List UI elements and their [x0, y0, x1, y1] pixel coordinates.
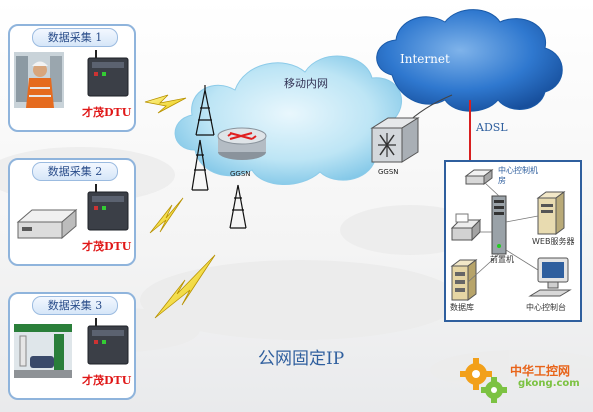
ggsn-switch-icon	[370, 117, 420, 163]
terminal-device-photo	[16, 184, 129, 240]
control-station-label: 中心控制台	[526, 303, 566, 312]
data-collection-panel-2: 数据采集 2 才茂DTU	[8, 158, 136, 266]
modem-icon	[464, 169, 494, 185]
printer-icon	[450, 213, 482, 242]
database-icon	[450, 259, 478, 301]
dtu-label: 才茂DTU	[82, 240, 132, 253]
control-station-icon	[528, 257, 572, 297]
router-icon	[217, 127, 267, 160]
gas-station-photo	[14, 318, 129, 378]
panel-title: 数据采集 3	[32, 296, 118, 315]
data-collection-panel-3: 数据采集 3 才茂DTU	[8, 292, 136, 400]
control-room-devices	[450, 169, 572, 301]
watermark-url: gkong.com	[518, 378, 580, 389]
data-collection-panel-1: 数据采集 1 才茂DTU	[8, 24, 136, 132]
gear-logo-icon	[460, 358, 507, 403]
web-server-label: WEB服务器	[532, 237, 575, 246]
watermark-name: 中华工控网	[510, 364, 571, 378]
ggsn-left-label: GGSN	[230, 170, 251, 178]
control-room-title: 中心控制机房	[498, 166, 538, 185]
lan-connections	[467, 181, 539, 283]
internet-cloud	[376, 9, 563, 112]
panel-title: 数据采集 2	[32, 162, 118, 181]
database-label: 数据库	[450, 303, 474, 312]
internet-label: Internet	[400, 52, 450, 66]
dtu-label: 才茂DTU	[82, 374, 132, 387]
field-worker-photo	[14, 50, 129, 108]
ggsn-right-label: GGSN	[378, 168, 399, 176]
front-server-label: 前置机	[490, 255, 514, 264]
control-room-box: 中心控制机房 前置机 WEB服务器 数据库 中心控制台	[444, 160, 582, 322]
watermark-logo: 中华工控网 gkong.com	[456, 352, 590, 408]
cell-tower-icon	[191, 85, 247, 229]
diagram-title: 公网固定IP	[258, 349, 345, 369]
adsl-label: ADSL	[476, 121, 508, 134]
front-server-icon	[491, 195, 507, 255]
dtu-label: 才茂DTU	[82, 106, 132, 119]
panel-title: 数据采集 1	[32, 28, 118, 47]
mobile-network-label: 移动内网	[284, 77, 328, 90]
web-server-icon	[536, 191, 566, 235]
wireless-signal-bolt	[144, 94, 216, 319]
